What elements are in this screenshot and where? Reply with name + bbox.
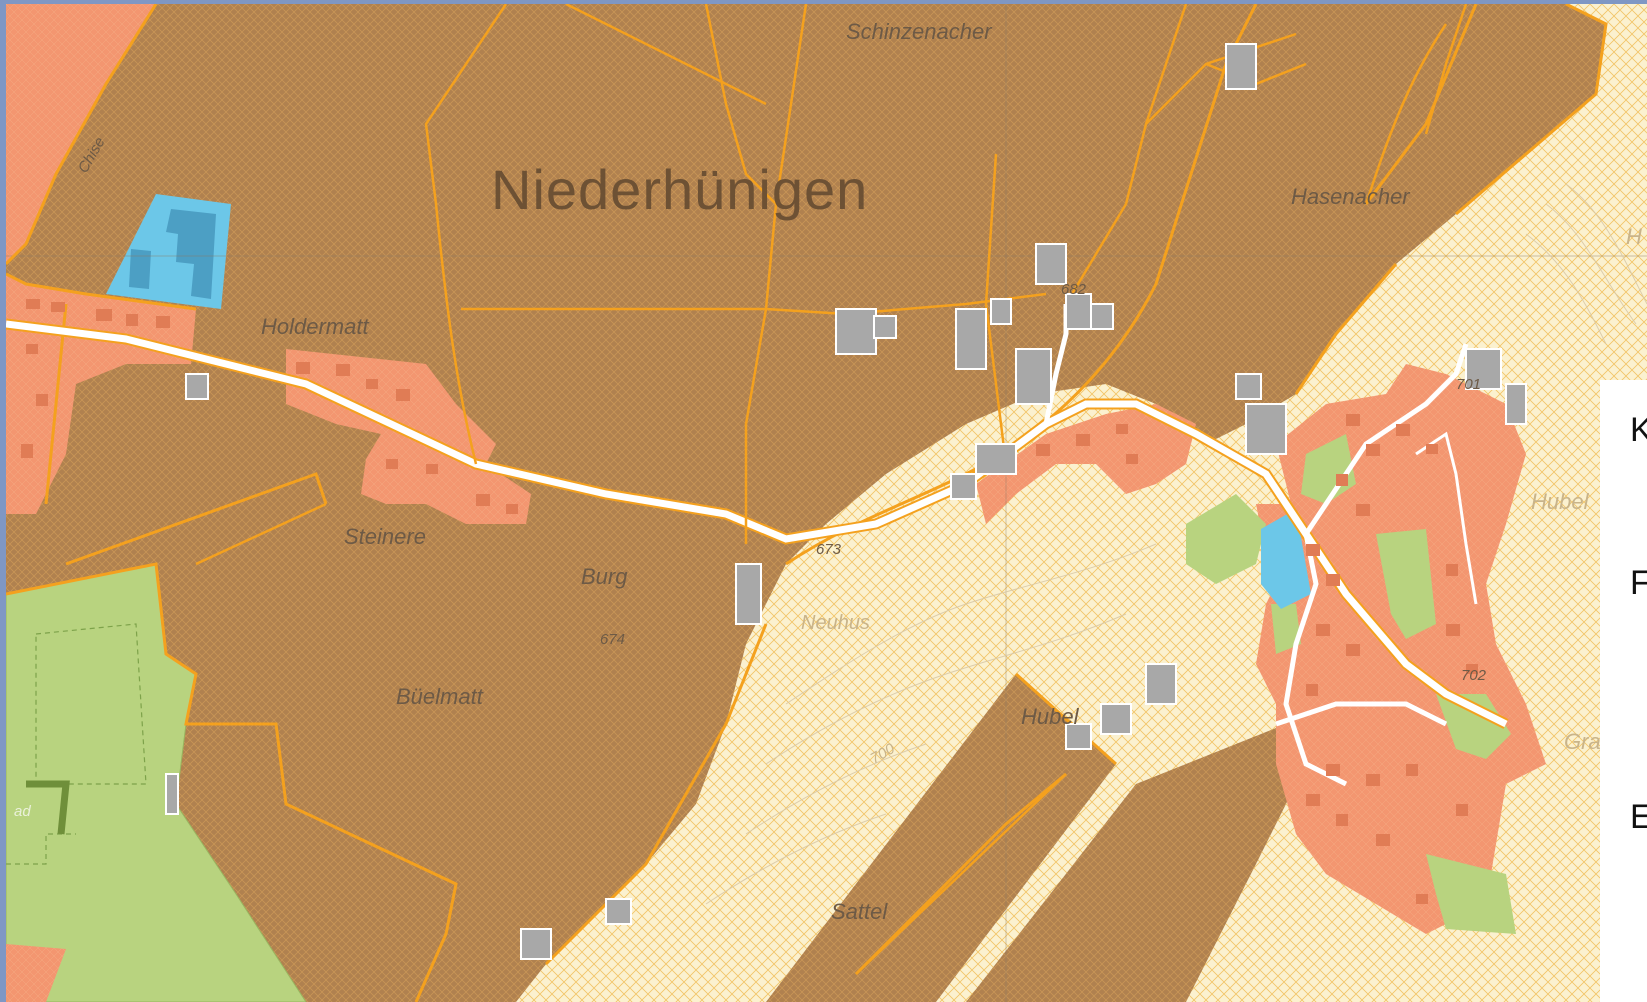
label-elev-674: 674 bbox=[600, 631, 625, 648]
label-holdermatt: Holdermatt bbox=[261, 314, 369, 339]
agriculture-zone-strip-2[interactable] bbox=[966, 704, 1336, 1002]
map-canvas[interactable]: Niederhünigen Schinzenacher Hasenacher H… bbox=[6, 4, 1647, 1002]
label-gra: Gra bbox=[1564, 729, 1601, 754]
settlement-zone-northwest[interactable] bbox=[6, 4, 156, 264]
settlement-zone-center[interactable] bbox=[976, 404, 1196, 524]
green-zone-center-1[interactable] bbox=[1186, 494, 1266, 584]
label-hubel-center: Hubel bbox=[1021, 704, 1080, 729]
green-zone-center-3[interactable] bbox=[1271, 604, 1301, 654]
side-letter-k: K bbox=[1630, 411, 1647, 449]
green-zone-building bbox=[26, 780, 70, 835]
agriculture-zone-main[interactable] bbox=[6, 4, 1606, 1002]
green-zone-center-2[interactable] bbox=[1301, 434, 1356, 504]
label-elev-702: 702 bbox=[1461, 667, 1487, 684]
settlement-zone-southwest-edge[interactable] bbox=[6, 944, 66, 1002]
settlement-zone-east[interactable] bbox=[1256, 364, 1546, 934]
settlement-buildings bbox=[21, 299, 1478, 904]
label-hubel-right: Hubel bbox=[1531, 489, 1590, 514]
agriculture-zone-strip-1[interactable] bbox=[766, 674, 1116, 1002]
green-zone-east-1[interactable] bbox=[1376, 529, 1436, 639]
public-zone-center[interactable] bbox=[1261, 509, 1311, 609]
buildings bbox=[165, 43, 1527, 960]
contour-lines bbox=[705, 183, 1647, 905]
label-elev-701: 701 bbox=[1456, 376, 1481, 393]
side-letter-f: F bbox=[1630, 564, 1647, 602]
label-elev-673: 673 bbox=[816, 541, 842, 558]
place-name-label: Niederhünigen bbox=[491, 158, 868, 221]
label-neuhus: Neuhus bbox=[801, 612, 870, 634]
green-zone-inner-boundary bbox=[35, 623, 147, 785]
label-schinzenacher: Schinzenacher bbox=[846, 19, 993, 44]
public-building bbox=[166, 209, 216, 299]
label-steinere: Steinere bbox=[344, 524, 426, 549]
label-elev-682: 682 bbox=[1061, 281, 1087, 298]
side-letter-e: E bbox=[1630, 798, 1647, 836]
label-h-edge: H bbox=[1626, 224, 1642, 249]
label-hasenacher: Hasenacher bbox=[1291, 184, 1411, 209]
green-zone-southeast[interactable] bbox=[1426, 854, 1516, 934]
green-zone-east-2[interactable] bbox=[1436, 694, 1511, 759]
zoning-map[interactable]: Niederhünigen Schinzenacher Hasenacher H… bbox=[6, 4, 1647, 1002]
public-building-2 bbox=[129, 249, 151, 289]
label-sattel: Sattel bbox=[831, 899, 888, 924]
label-bueelmatt: Büelmatt bbox=[396, 684, 484, 709]
side-panel bbox=[1600, 380, 1647, 1002]
label-burg: Burg bbox=[581, 564, 628, 589]
label-ad: ad bbox=[14, 803, 31, 820]
